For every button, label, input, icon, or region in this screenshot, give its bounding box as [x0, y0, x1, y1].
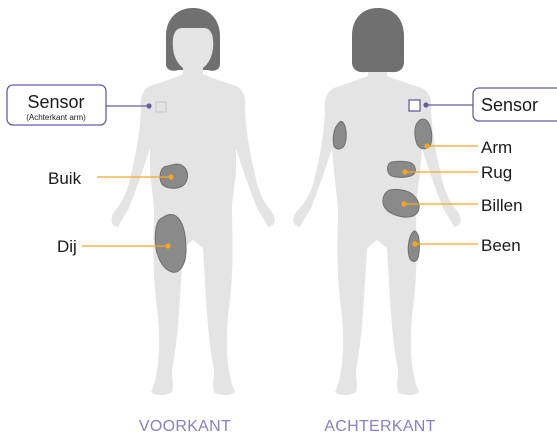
front-figure: [111, 8, 274, 395]
back-view-label: ACHTERKANT: [324, 418, 435, 435]
front-sensor-label: Sensor: [27, 92, 84, 112]
rug-dot: [402, 169, 407, 174]
front-zone-buik: [160, 164, 188, 188]
been-label: Been: [481, 236, 521, 255]
front-sensor-callout: Sensor (Achterkant arm): [7, 85, 152, 125]
dij-dot: [165, 243, 170, 248]
billen-label: Billen: [481, 196, 523, 215]
front-sensor-sublabel: (Achterkant arm): [26, 113, 86, 122]
arm-dot: [424, 143, 429, 148]
dij-label: Dij: [57, 237, 77, 256]
back-figure: [293, 8, 460, 395]
buik-dot: [168, 174, 173, 179]
back-sensor-label: Sensor: [481, 95, 538, 115]
front-body: [111, 28, 274, 395]
back-sensor-dot: [423, 102, 428, 107]
back-zone-arm: [415, 119, 432, 149]
back-sensor-callout: Sensor: [423, 88, 557, 121]
back-label-arm: Arm: [424, 138, 512, 157]
back-sensor-marker: [409, 100, 420, 111]
rug-label: Rug: [481, 163, 512, 182]
back-zone-rug: [388, 161, 416, 177]
been-dot: [412, 241, 417, 246]
back-label-been: Been: [412, 236, 520, 255]
arm-label: Arm: [481, 138, 512, 157]
front-view-label: VOORKANT: [139, 418, 231, 435]
back-hair: [352, 8, 404, 72]
buik-label: Buik: [48, 169, 82, 188]
billen-dot: [401, 201, 406, 206]
back-body: [293, 36, 460, 395]
front-sensor-dot: [146, 103, 151, 108]
